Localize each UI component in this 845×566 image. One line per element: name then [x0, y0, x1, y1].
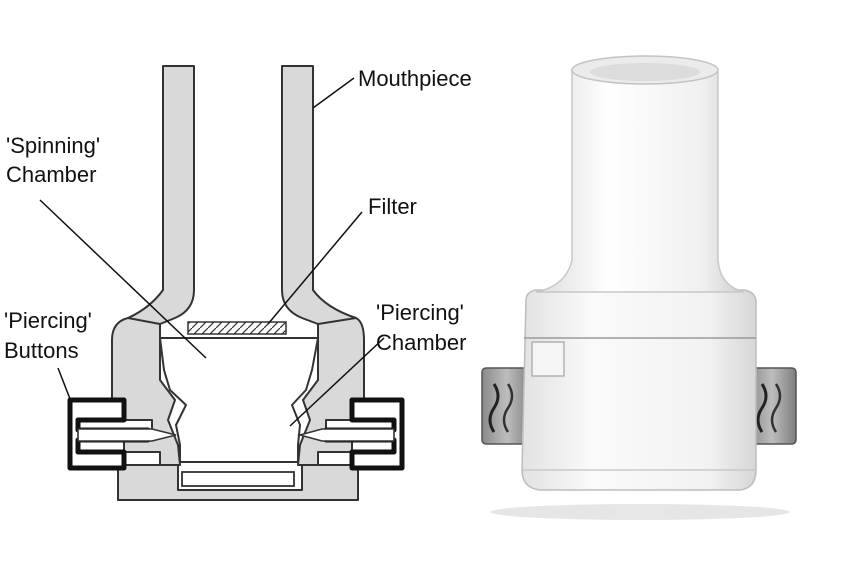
label-piercing-buttons-line2: Buttons [4, 338, 79, 363]
leader-mouthpiece [312, 77, 355, 109]
leader-piercing-buttons [57, 367, 73, 405]
mouthpiece-right-wall [281, 65, 357, 339]
inhaler-device-illustration [481, 55, 797, 520]
label-piercing-chamber-line2: Chamber [376, 330, 466, 355]
label-piercing-chamber-line1: 'Piercing' [376, 300, 464, 325]
mouthpiece-left-wall [127, 65, 195, 339]
device-mouthpiece-tube [535, 69, 745, 293]
cross-section-diagram: Mouthpiece 'Spinning' Chamber Filter 'Pi… [4, 65, 472, 501]
device-base-body [521, 289, 757, 491]
device-floor-shadow [490, 504, 790, 520]
leader-spinning-chamber [39, 199, 207, 359]
leader-filter [267, 211, 363, 325]
label-filter: Filter [368, 194, 417, 219]
spinning-chamber-cavity [159, 337, 319, 463]
leader-piercing-chamber [289, 337, 385, 427]
filter-mesh [187, 321, 287, 335]
label-mouthpiece: Mouthpiece [358, 66, 472, 91]
body-base [117, 464, 359, 501]
device-mouthpiece-inner [590, 63, 700, 81]
device-right-button [747, 367, 797, 445]
right-piercing-needle [296, 428, 395, 442]
device-left-button [481, 367, 533, 445]
label-spinning-chamber-line2: Chamber [6, 162, 96, 187]
label-spinning-chamber-line1: 'Spinning' [6, 133, 100, 158]
label-piercing-buttons-line1: 'Piercing' [4, 308, 92, 333]
device-lid-latch [531, 341, 565, 377]
left-piercing-needle [77, 428, 177, 442]
base-slot [181, 471, 295, 487]
